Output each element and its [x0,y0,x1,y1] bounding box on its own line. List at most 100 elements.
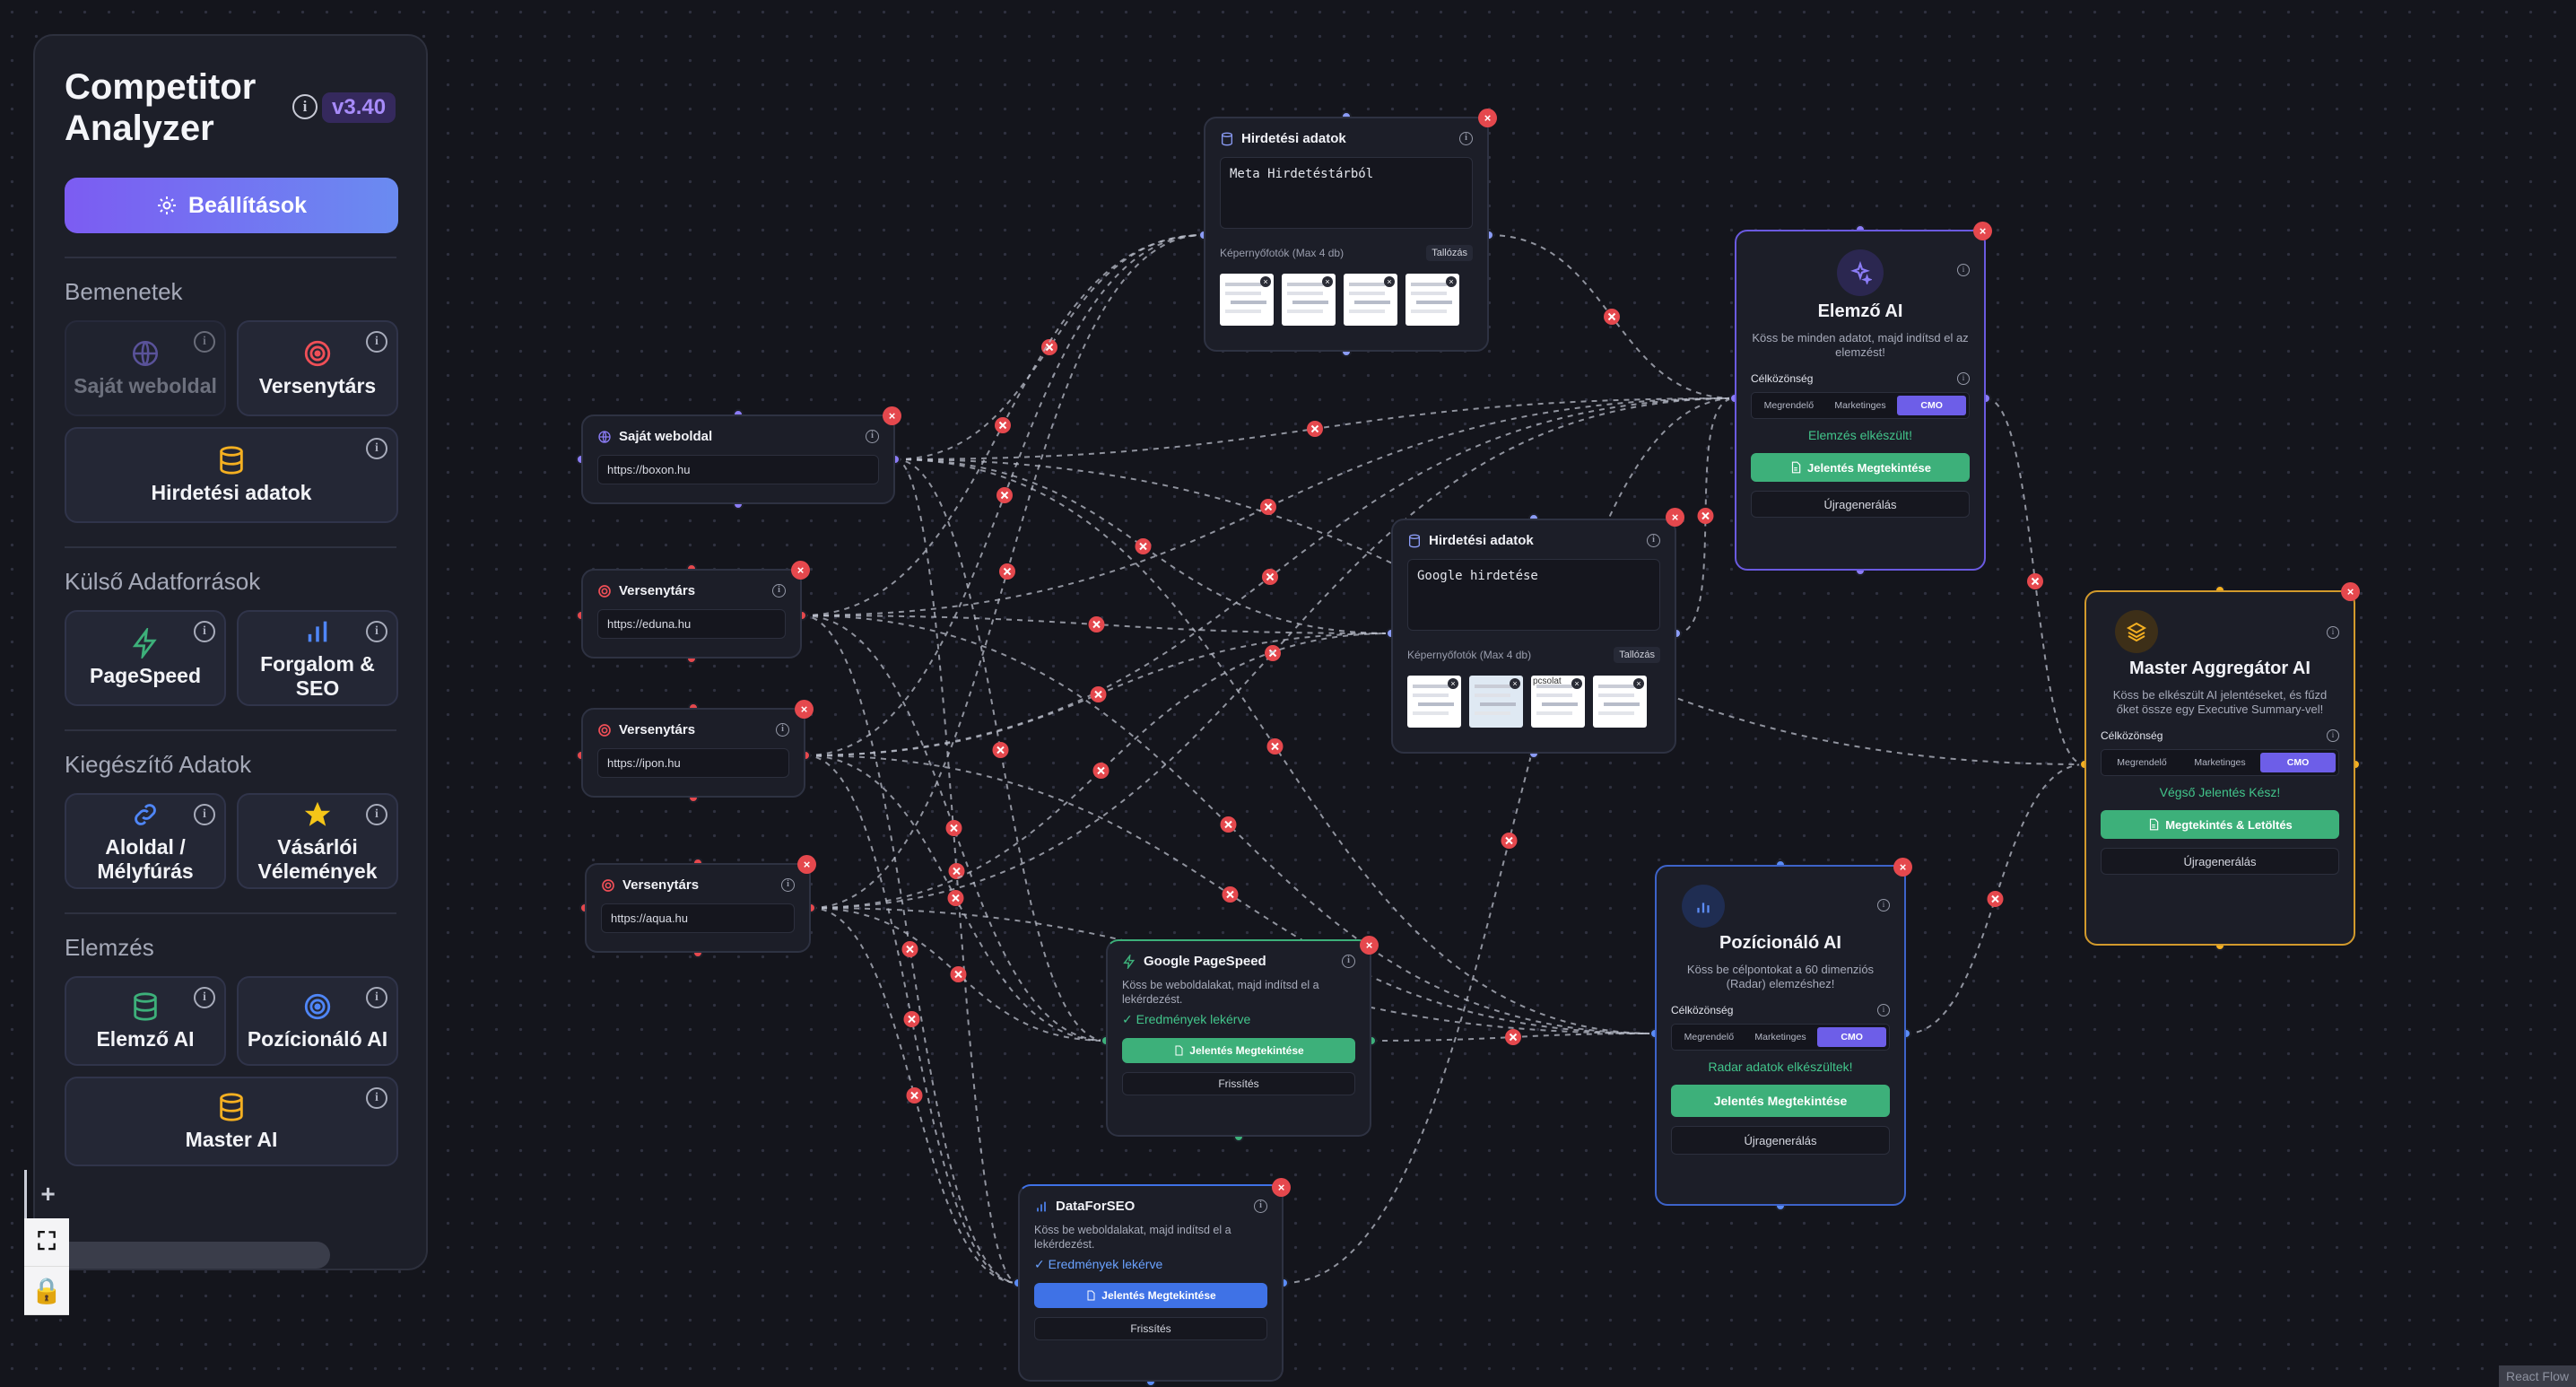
remove-icon[interactable]: × [1571,678,1582,689]
delete-node-button[interactable]: × [797,855,816,874]
edge-delete-button[interactable] [948,863,965,879]
node-pagespeed[interactable]: Google PageSpeed i Köss be weboldalakat,… [1106,939,1371,1137]
url-input[interactable]: https://ipon.hu [597,748,789,778]
edge-line[interactable] [810,907,1019,1284]
info-icon[interactable]: i [366,438,387,459]
edge-delete-button[interactable] [945,820,962,836]
edge-line[interactable] [1985,397,2085,765]
edge-line[interactable] [894,397,1736,460]
remove-icon[interactable]: × [1322,276,1333,287]
sidebar-scrollbar[interactable] [34,1242,330,1269]
info-icon[interactable]: i [366,804,387,825]
edge-delete-button[interactable] [999,563,1015,580]
edge-delete-button[interactable] [901,941,918,957]
info-icon[interactable]: i [1957,372,1970,385]
settings-button[interactable]: Beállítások [65,178,398,233]
info-icon[interactable]: i [194,987,215,1008]
edge-line[interactable] [1675,397,1736,634]
edge-line[interactable] [805,632,1392,756]
node-competitor-1[interactable]: Versenytárs i https://eduna.hu [581,569,802,659]
delete-node-button[interactable]: × [1973,222,1992,240]
node-ad-data-meta[interactable]: Hirdetési adatok i Meta Hirdetéstárból K… [1204,117,1489,352]
tile-master-ai[interactable]: i Master AI [65,1077,398,1166]
edge-line[interactable] [805,755,1019,1284]
node-competitor-2[interactable]: Versenytárs i https://ipon.hu [581,708,805,798]
node-dataforseo[interactable]: DataForSEO i Köss be weboldalakat, majd … [1018,1184,1284,1382]
edge-delete-button[interactable] [1088,616,1105,632]
edge-delete-button[interactable] [903,1011,920,1027]
screenshot-thumbnail[interactable]: × [1593,676,1647,728]
view-report-button[interactable]: Jelentés Megtekintése [1751,453,1970,482]
edge-delete-button[interactable] [1604,309,1620,325]
node-positioning-ai[interactable]: i Pozícionáló AI Köss be célpontokat a 6… [1655,865,1906,1206]
info-icon[interactable]: i [366,1087,387,1109]
edge-delete-button[interactable] [1266,738,1284,755]
url-input[interactable]: https://eduna.hu [597,609,786,639]
edge-line[interactable] [810,234,1205,909]
edge-line[interactable] [894,458,1107,1042]
zoom-in-button[interactable]: + [24,1170,69,1218]
screenshot-thumbnail[interactable]: × [1282,274,1336,326]
edge-delete-button[interactable] [1697,508,1714,524]
edge-delete-button[interactable] [1987,891,2004,907]
remove-icon[interactable]: × [1384,276,1395,287]
edge-line[interactable] [805,755,1107,1042]
audience-option-active[interactable]: CMO [2260,753,2336,772]
node-master-ai[interactable]: i Master Aggregátor AI Köss be elkészült… [2084,590,2355,946]
screenshot-thumbnail[interactable]: × [1344,274,1397,326]
info-icon[interactable]: i [194,804,215,825]
remove-icon[interactable]: × [1260,276,1271,287]
edge-delete-button[interactable] [1307,421,1323,437]
info-icon[interactable]: i [781,878,795,892]
edge-line[interactable] [801,615,1392,634]
refresh-button[interactable]: Frissítés [1122,1072,1355,1095]
node-analyst-ai[interactable]: i Elemző AI Köss be minden adatot, majd … [1735,230,1986,571]
audience-option[interactable]: Megrendelő [1763,400,1815,411]
info-icon[interactable]: i [366,621,387,642]
screenshot-thumbnail[interactable]: × [1405,274,1459,326]
edge-delete-button[interactable] [1135,538,1152,554]
audience-option[interactable]: Marketinges [2194,757,2246,768]
screenshot-thumbnail[interactable]: pcsolat× [1531,676,1585,728]
remove-icon[interactable]: × [1448,678,1458,689]
edge-line[interactable] [894,234,1205,460]
edge-delete-button[interactable] [1501,833,1518,849]
tile-ad-data[interactable]: i Hirdetési adatok [65,427,398,523]
info-icon[interactable]: i [1342,955,1355,968]
lock-button[interactable]: 🔒 [24,1267,69,1315]
tile-positioning-ai[interactable]: i Pozícionáló AI [237,976,398,1066]
delete-node-button[interactable]: × [883,406,901,425]
node-ad-data-google[interactable]: Hirdetési adatok i Google hirdetése Képe… [1391,519,1676,754]
tile-own-website[interactable]: i Saját weboldal [65,320,226,416]
edge-line[interactable] [801,615,1107,1042]
info-icon[interactable]: i [366,987,387,1008]
info-icon[interactable]: i [194,331,215,353]
tile-competitor[interactable]: i Versenytárs [237,320,398,416]
info-icon[interactable]: i [2327,626,2339,639]
node-own-website[interactable]: Saját weboldal i https://boxon.hu [581,414,895,504]
edge-line[interactable] [810,907,1107,1042]
edge-delete-button[interactable] [1265,645,1281,661]
edge-delete-button[interactable] [950,966,967,982]
info-icon[interactable]: i [194,621,215,642]
remove-icon[interactable]: × [1446,276,1457,287]
view-report-button[interactable]: Jelentés Megtekintése [1034,1283,1267,1308]
url-input[interactable]: https://aqua.hu [601,903,795,933]
info-icon[interactable]: i [2327,729,2339,742]
info-icon[interactable]: i [366,331,387,353]
audience-option[interactable]: Megrendelő [1684,1032,1735,1042]
audience-option[interactable]: Marketinges [1834,400,1886,411]
url-input[interactable]: https://boxon.hu [597,455,879,484]
info-icon[interactable]: i [1459,132,1473,145]
edge-line[interactable] [894,458,1392,634]
view-report-button[interactable]: Jelentés Megtekintése [1122,1038,1355,1063]
info-icon[interactable]: i [292,94,318,119]
screenshot-thumbnail[interactable]: × [1220,274,1274,326]
edge-line[interactable] [1488,234,1736,399]
tile-reviews[interactable]: i Vásárlói Vélemények [237,793,398,889]
tile-traffic-seo[interactable]: i Forgalom & SEO [237,610,398,706]
node-competitor-3[interactable]: Versenytárs i https://aqua.hu [585,863,811,953]
edge-delete-button[interactable] [1260,499,1276,515]
regenerate-button[interactable]: Újragenerálás [1671,1126,1890,1155]
edge-line[interactable] [894,458,1019,1284]
